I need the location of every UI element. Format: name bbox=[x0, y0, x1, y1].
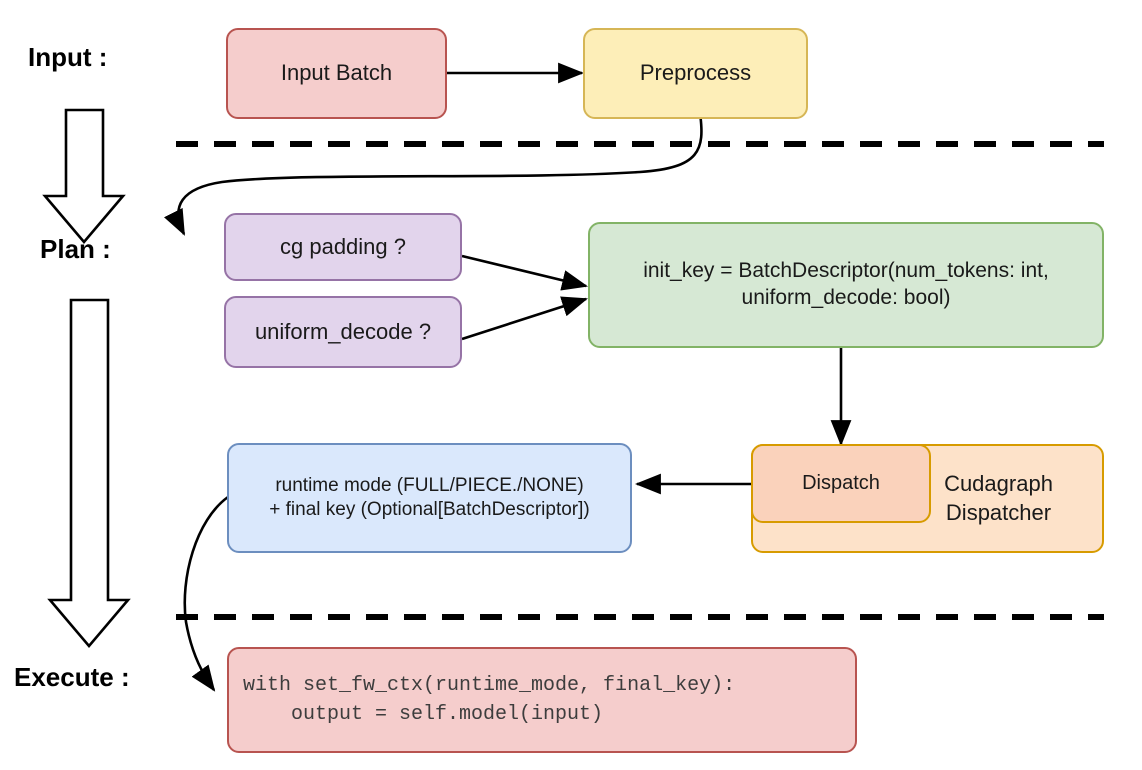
input-to-plan-block-arrow bbox=[42, 108, 126, 245]
node-dispatch-label: Dispatch bbox=[802, 471, 880, 494]
node-cudagraph-dispatcher-label-line1: Cudagraph bbox=[944, 471, 1053, 497]
edge-runtime-mode-to-exec-code bbox=[183, 495, 229, 692]
node-preprocess[interactable]: Preprocess bbox=[583, 28, 808, 119]
node-preprocess-label: Preprocess bbox=[639, 60, 752, 86]
node-init-key-label-line2: uniform_decode: bool) bbox=[741, 286, 951, 309]
node-input-batch[interactable]: Input Batch bbox=[226, 28, 447, 119]
node-exec-code-line1: with set_fw_ctx(runtime_mode, final_key)… bbox=[243, 674, 736, 697]
edge-uniform-decode-to-init-key bbox=[461, 296, 588, 341]
node-runtime-mode-label-line2: + final key (Optional[BatchDescriptor]) bbox=[269, 499, 590, 520]
node-runtime-mode-label-line1: runtime mode (FULL/PIECE./NONE) bbox=[275, 474, 584, 496]
node-runtime-mode[interactable]: runtime mode (FULL/PIECE./NONE) + final … bbox=[227, 443, 632, 553]
stage-label-input: Input : bbox=[28, 42, 108, 72]
node-uniform-decode[interactable]: uniform_decode ? bbox=[224, 296, 462, 368]
stage-label-plan: Plan : bbox=[40, 234, 111, 264]
node-dispatch[interactable]: Dispatch bbox=[751, 444, 931, 523]
node-uniform-decode-label: uniform_decode ? bbox=[254, 318, 432, 344]
node-cg-padding[interactable]: cg padding ? bbox=[224, 213, 462, 281]
stage-label-execute: Execute : bbox=[14, 662, 130, 692]
node-init-key-label-line1: init_key = BatchDescriptor(num_tokens: i… bbox=[643, 259, 1049, 283]
node-cudagraph-dispatcher-label-line2: Dispatcher bbox=[945, 499, 1052, 525]
node-cg-padding-label: cg padding ? bbox=[280, 233, 406, 259]
plan-to-execute-block-arrow bbox=[47, 298, 131, 649]
node-input-batch-label: Input Batch bbox=[280, 60, 393, 86]
node-exec-code-line2: output = self.model(input) bbox=[243, 703, 604, 726]
edge-cg-padding-to-init-key bbox=[461, 254, 589, 291]
node-init-key[interactable]: init_key = BatchDescriptor(num_tokens: i… bbox=[588, 222, 1104, 348]
node-exec-code[interactable]: with set_fw_ctx(runtime_mode, final_key)… bbox=[227, 647, 857, 753]
